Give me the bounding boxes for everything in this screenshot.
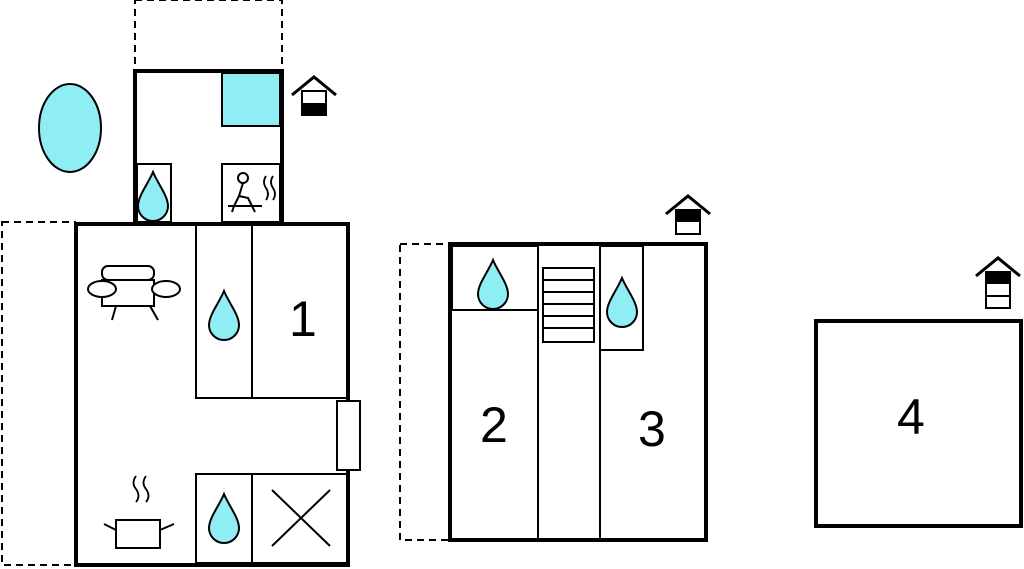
ground-floor: 1: [74, 69, 361, 567]
house-floor-icon: [290, 75, 338, 117]
outdoor-area: [134, 0, 283, 72]
drop-icon: [137, 171, 169, 222]
drop-icon: [606, 277, 638, 328]
sauna-icon: [228, 172, 276, 213]
room-label: 3: [638, 401, 666, 457]
window-icon: [336, 400, 361, 471]
room-label: 2: [480, 397, 508, 453]
stairs-icon: [542, 267, 595, 343]
drop-icon: [208, 493, 240, 544]
house-floor-icon: [974, 256, 1022, 310]
drop-icon: [477, 259, 509, 310]
first-floor: 2 3: [448, 242, 708, 542]
house-floor-icon: [664, 194, 712, 236]
terrace-middle: [399, 243, 451, 541]
pool-icon: [38, 83, 102, 173]
annex-fixture: [221, 72, 281, 127]
drop-icon: [208, 290, 240, 341]
room-label: 4: [897, 389, 925, 445]
sofa-icon: [87, 265, 181, 321]
terrace-left: [1, 221, 76, 566]
attic-floor: 4: [814, 319, 1023, 528]
room-label: 1: [289, 291, 317, 347]
cooking-pot-icon: [103, 475, 175, 549]
